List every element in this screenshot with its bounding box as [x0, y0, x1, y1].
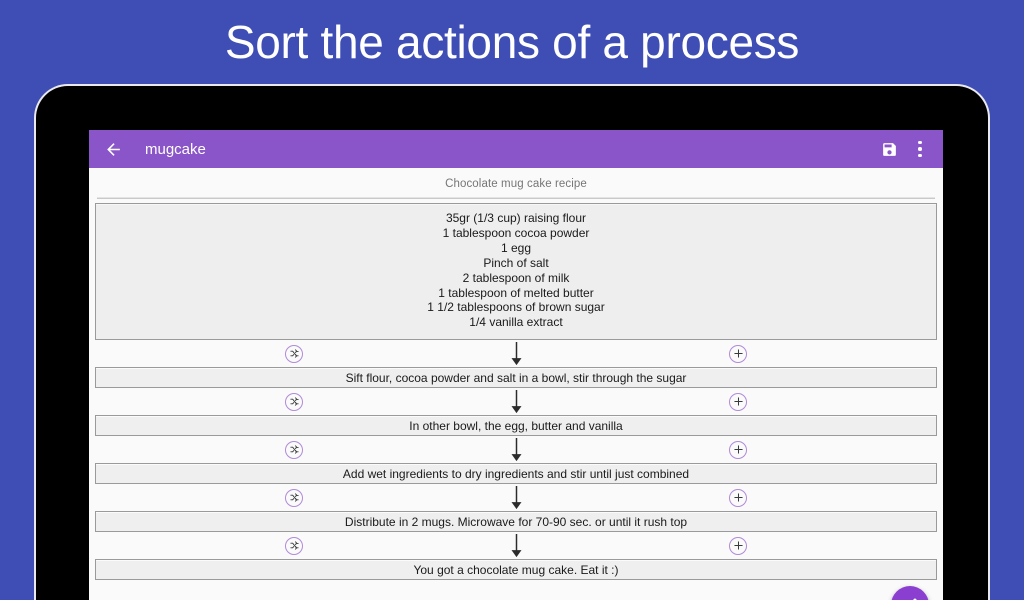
recipe-title: Chocolate mug cake recipe [445, 178, 587, 190]
plus-icon[interactable] [729, 488, 747, 507]
step-text: In other bowl, the egg, butter and vanil… [409, 418, 623, 433]
connector-row [95, 388, 937, 415]
shuffle-icon[interactable] [285, 488, 303, 507]
step-row[interactable]: Sift flour, cocoa powder and salt in a b… [95, 367, 937, 389]
arrow-down-icon [511, 389, 521, 413]
ingredient-line: Pinch of salt [483, 255, 549, 270]
connector-row [95, 484, 937, 511]
step-text: Distribute in 2 mugs. Microwave for 70-9… [344, 514, 688, 529]
overflow-menu-icon[interactable] [909, 135, 931, 163]
step-row[interactable]: In other bowl, the egg, butter and vanil… [95, 415, 937, 437]
ingredient-line: 1 tablespoon cocoa powder [442, 225, 590, 240]
overflow-dot [918, 140, 922, 145]
ingredient-line: 1 1/2 tablespoons of brown sugar [427, 300, 605, 315]
ingredient-line: 1 tablespoon of melted butter [438, 285, 594, 300]
step-text: Sift flour, cocoa powder and salt in a b… [345, 370, 687, 385]
shuffle-icon[interactable] [285, 344, 303, 363]
ingredient-line: 2 tablespoon of milk [462, 270, 570, 285]
step-row[interactable]: You got a chocolate mug cake. Eat it :) [95, 559, 937, 581]
ingredient-line: 1/4 vanilla extract [469, 315, 563, 330]
ingredient-line: 1 egg [500, 240, 532, 255]
step-row[interactable]: Distribute in 2 mugs. Microwave for 70-9… [95, 511, 937, 533]
plus-icon[interactable] [729, 344, 747, 363]
step-row[interactable]: Add wet ingredients to dry ingredients a… [95, 463, 937, 485]
connector-row [95, 436, 937, 463]
title-divider [97, 197, 935, 199]
plus-icon[interactable] [729, 392, 747, 411]
tablet-screen: mugcake Chocolate mug cake recipe 35gr (… [89, 130, 943, 600]
step-text: Add wet ingredients to dry ingredients a… [342, 466, 690, 481]
plus-icon[interactable] [729, 536, 747, 555]
shuffle-icon[interactable] [285, 536, 303, 555]
page-title: Sort the actions of a process [0, 0, 1024, 84]
connector-row [95, 340, 937, 367]
arrow-down-icon [511, 437, 521, 461]
arrow-down-icon [511, 341, 521, 365]
headline-text: Sort the actions of a process [224, 16, 800, 68]
step-text: You got a chocolate mug cake. Eat it :) [413, 562, 619, 577]
edit-pencil-icon [912, 597, 917, 600]
overflow-dot [918, 153, 922, 158]
arrow-down-icon [511, 533, 521, 557]
overflow-dot [918, 147, 922, 151]
back-arrow-icon[interactable] [99, 135, 127, 163]
shuffle-icon[interactable] [285, 440, 303, 459]
arrow-down-icon [511, 485, 521, 509]
shuffle-icon[interactable] [285, 392, 303, 411]
process-editor-content: Chocolate mug cake recipe 35gr (1/3 cup)… [89, 168, 943, 600]
tablet-device-frame: mugcake Chocolate mug cake recipe 35gr (… [34, 84, 990, 600]
edit-fab-button[interactable] [891, 586, 929, 600]
plus-icon[interactable] [729, 440, 747, 459]
ingredients-block[interactable]: 35gr (1/3 cup) raising flour 1 tablespoo… [95, 203, 937, 341]
app-title: mugcake [145, 140, 206, 158]
save-floppy-icon[interactable] [875, 135, 903, 163]
app-toolbar: mugcake [89, 130, 943, 168]
ingredient-line: 35gr (1/3 cup) raising flour [445, 211, 587, 225]
connector-row [95, 532, 937, 559]
